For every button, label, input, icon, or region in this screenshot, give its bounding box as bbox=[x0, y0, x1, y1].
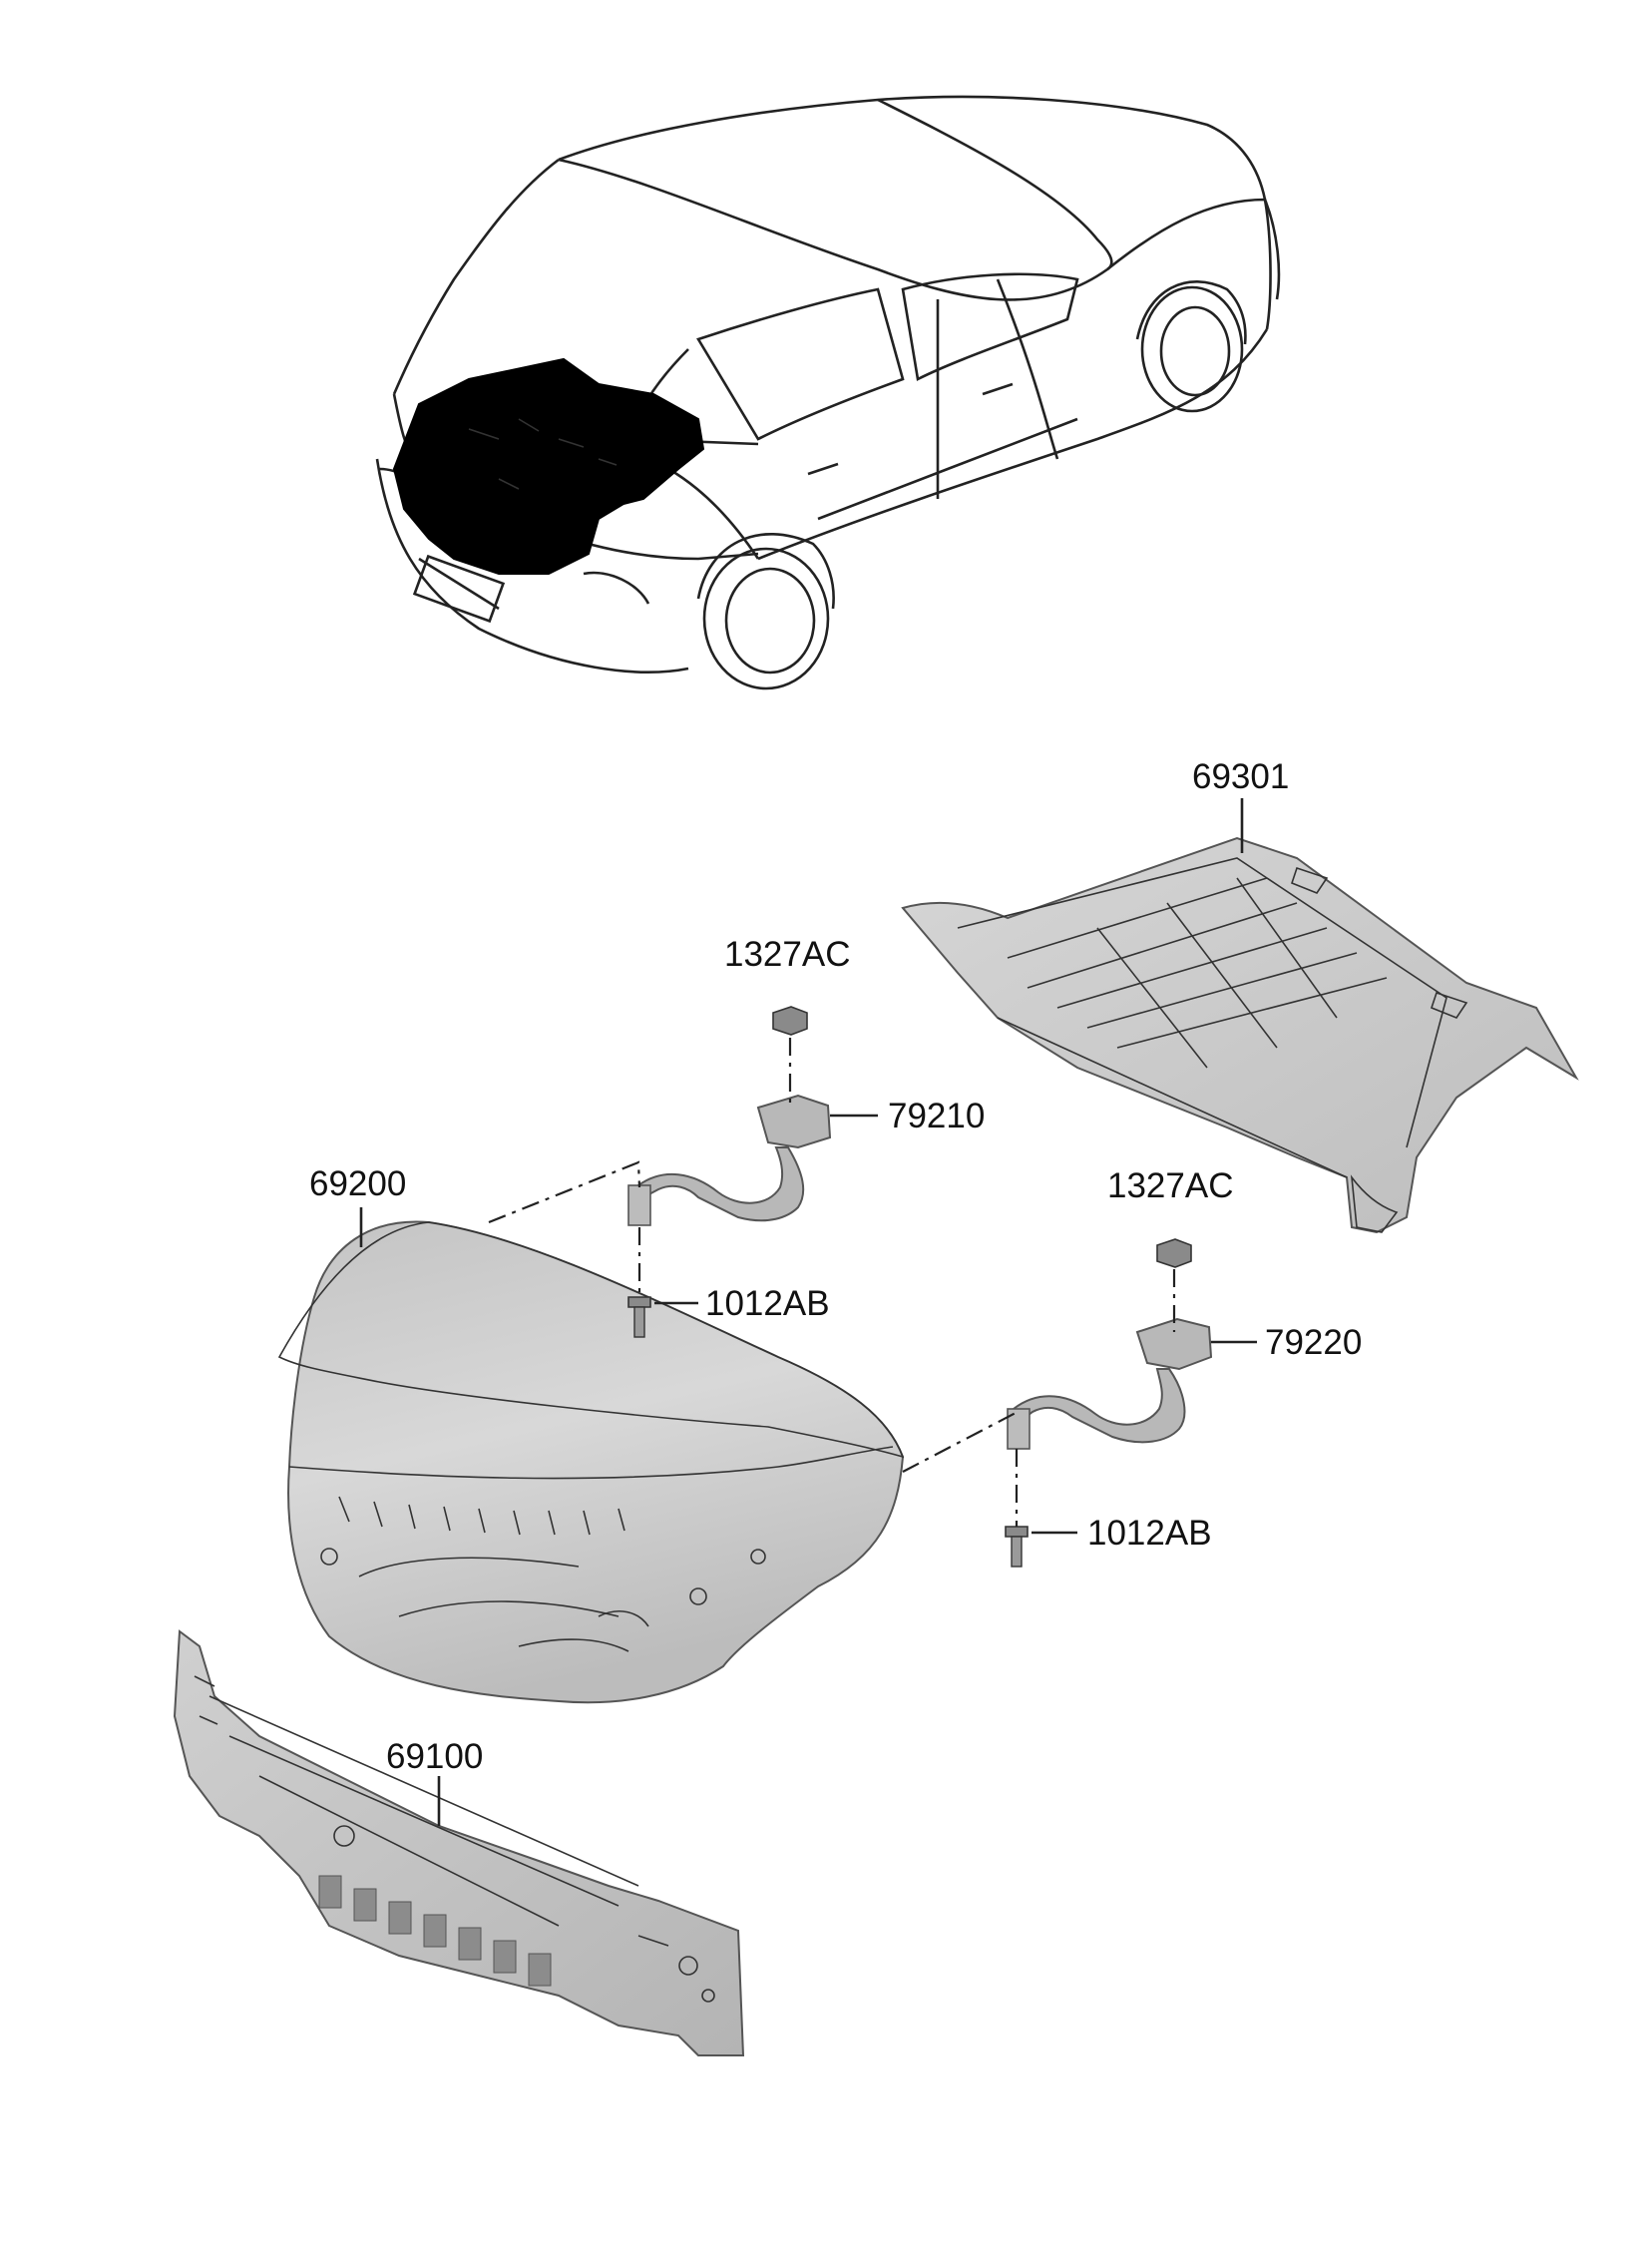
left-nut-part bbox=[772, 1006, 808, 1036]
callout-bolt-left: 1012AB bbox=[705, 1284, 830, 1323]
right-hinge-part bbox=[1007, 1317, 1213, 1450]
callout-back-panel: 69100 bbox=[386, 1737, 483, 1776]
callout-trunk-lid: 69200 bbox=[309, 1164, 406, 1203]
leader-lines bbox=[359, 798, 1257, 1826]
right-bolt-part bbox=[1005, 1526, 1029, 1568]
callout-bolt-right: 1012AB bbox=[1087, 1514, 1212, 1553]
callout-hinge-right: 79220 bbox=[1265, 1323, 1362, 1362]
left-hinge-part bbox=[627, 1094, 832, 1226]
callout-nut-right: 1327AC bbox=[1107, 1166, 1233, 1205]
back-panel-part bbox=[173, 1629, 745, 2056]
trunk-lid-part bbox=[277, 1220, 905, 1704]
vehicle-outline bbox=[375, 95, 1281, 690]
callout-hinge-left: 79210 bbox=[888, 1097, 985, 1135]
callout-nut-left: 1327AC bbox=[724, 935, 850, 974]
callout-rear-floor-pan: 69301 bbox=[1192, 757, 1289, 796]
right-nut-part bbox=[1156, 1238, 1192, 1268]
left-bolt-part bbox=[627, 1296, 651, 1338]
rear-floor-pan-part bbox=[901, 836, 1579, 1234]
assembly-lines bbox=[488, 1038, 1176, 1527]
